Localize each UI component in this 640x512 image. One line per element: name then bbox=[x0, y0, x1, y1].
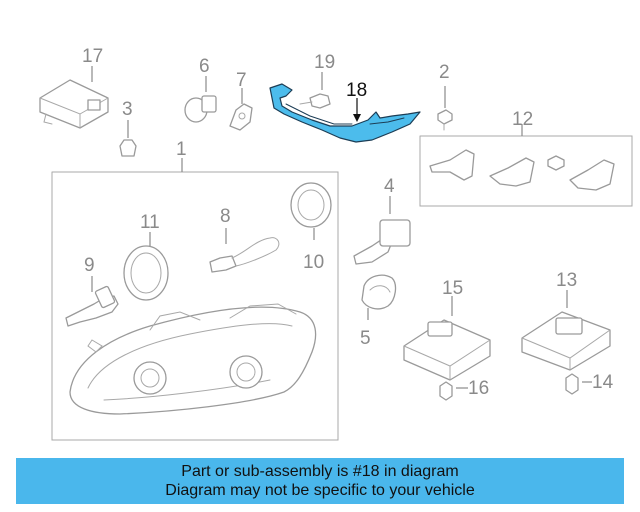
bracket-piece-a bbox=[429, 149, 475, 181]
callout-6[interactable]: 6 bbox=[199, 56, 210, 77]
screw-16-group: 16 bbox=[439, 378, 489, 401]
cap bbox=[119, 139, 137, 157]
screw-2-group: 2 bbox=[437, 62, 453, 131]
callout-5[interactable]: 5 bbox=[360, 328, 371, 349]
screw-14 bbox=[565, 373, 579, 395]
callout-11[interactable]: 11 bbox=[140, 212, 160, 233]
mounting-bracket-highlighted[interactable] bbox=[269, 83, 421, 143]
callout-3[interactable]: 3 bbox=[122, 99, 133, 120]
bolt-19 bbox=[309, 93, 331, 109]
xenon-bulb-group: 4 bbox=[353, 176, 411, 265]
control-module-group: 17 bbox=[39, 46, 109, 129]
callout-13[interactable]: 13 bbox=[556, 270, 577, 291]
ballast-13-group: 13 bbox=[521, 270, 611, 371]
info-banner: Part or sub-assembly is #18 in diagram D… bbox=[16, 458, 624, 504]
headlamp-frame bbox=[51, 171, 339, 441]
callout-18[interactable]: 18 bbox=[346, 80, 367, 101]
screw-14-group: 14 bbox=[565, 372, 614, 395]
bolt-19-group: 19 bbox=[299, 52, 335, 109]
xenon-bulb-base bbox=[379, 219, 411, 247]
mounting-bracket-group[interactable]: 18 bbox=[269, 80, 421, 143]
headlamp-housing bbox=[69, 306, 317, 415]
callout-4[interactable]: 4 bbox=[384, 176, 395, 197]
marker-bulb-group: 6 bbox=[184, 56, 217, 123]
callout-17[interactable]: 17 bbox=[82, 46, 103, 67]
callout-19[interactable]: 19 bbox=[314, 52, 335, 73]
bracket-piece-b bbox=[489, 157, 535, 187]
callout-14[interactable]: 14 bbox=[592, 372, 614, 393]
callout-16[interactable]: 16 bbox=[468, 378, 489, 399]
bracket-kit-group: 12 bbox=[419, 109, 633, 207]
callout-1[interactable]: 1 bbox=[176, 139, 187, 160]
callout-7[interactable]: 7 bbox=[236, 70, 247, 91]
callout-15[interactable]: 15 bbox=[442, 278, 463, 299]
cover-cap-group: 5 bbox=[360, 274, 397, 349]
screw-2 bbox=[437, 109, 453, 125]
headlamp-lens-right bbox=[229, 355, 263, 389]
callout-8[interactable]: 8 bbox=[220, 206, 231, 227]
clip bbox=[229, 103, 253, 131]
clip-group: 7 bbox=[229, 70, 253, 131]
bulb-cover-ring-small bbox=[290, 182, 332, 228]
bracket-kit-frame bbox=[419, 135, 633, 207]
callout-10[interactable]: 10 bbox=[303, 252, 324, 273]
screw-16 bbox=[439, 381, 453, 401]
callout-12[interactable]: 12 bbox=[512, 109, 533, 130]
headlamp-lens-left bbox=[133, 361, 167, 395]
bracket-piece-c bbox=[569, 159, 615, 191]
ballast-15 bbox=[403, 319, 491, 381]
cover-cap bbox=[361, 274, 397, 310]
banner-line-1: Part or sub-assembly is #18 in diagram bbox=[181, 463, 459, 480]
control-module bbox=[39, 79, 109, 129]
headlamp-assembly-group: 1 11 9 8 10 bbox=[51, 139, 339, 441]
callout-9[interactable]: 9 bbox=[84, 255, 95, 276]
small-bolt bbox=[547, 155, 565, 171]
banner-line-2: Diagram may not be specific to your vehi… bbox=[165, 482, 475, 499]
cap-group: 3 bbox=[119, 99, 137, 157]
callout-2[interactable]: 2 bbox=[439, 62, 450, 83]
ballast-15-group: 15 bbox=[403, 278, 491, 381]
ballast-13 bbox=[521, 311, 611, 371]
